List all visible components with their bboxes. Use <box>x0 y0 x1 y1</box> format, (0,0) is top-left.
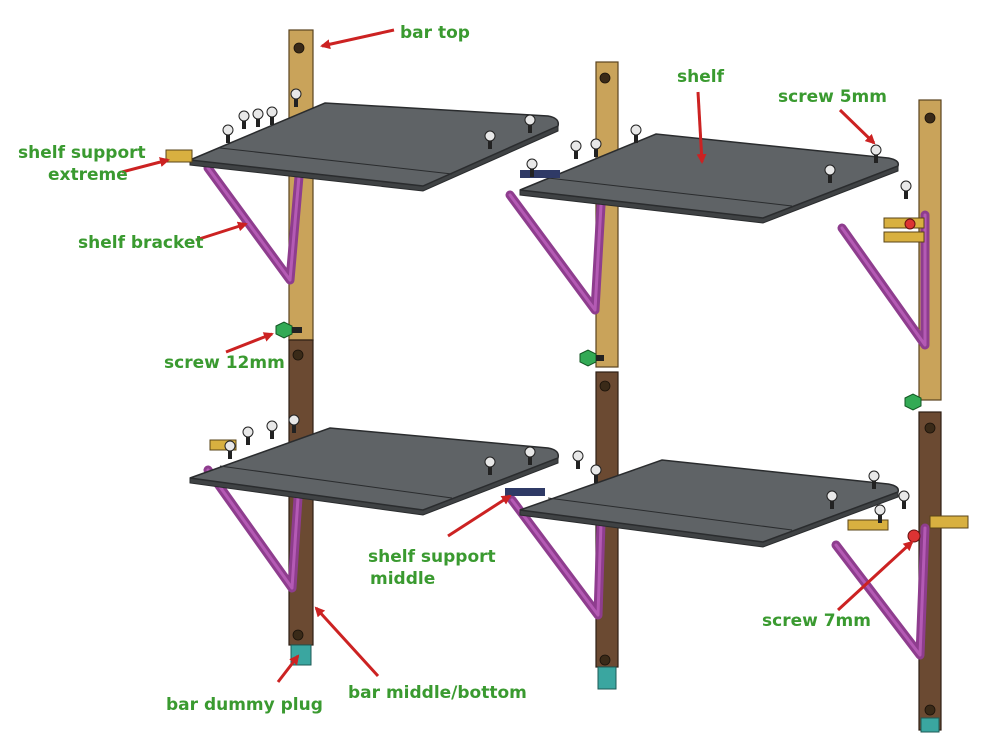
screw-5mm <box>222 88 912 523</box>
label-bar-dummy-plug: bar dummy plug <box>166 695 323 715</box>
arrow-shelf-bracket <box>195 221 248 242</box>
arrow-shelf-support-extreme <box>121 157 170 174</box>
shelf-3 <box>189 427 560 516</box>
shelf-supports <box>165 149 969 531</box>
label-screw-7mm: screw 7mm <box>762 611 871 631</box>
label-screw-12mm: screw 12mm <box>164 353 285 373</box>
shelf-2 <box>519 133 900 224</box>
callout-labels: bar top shelf screw 5mm shelf support ex… <box>18 23 887 715</box>
label-shelf: shelf <box>677 67 725 87</box>
arrow-shelf-support-middle <box>447 494 512 538</box>
brackets <box>203 160 930 660</box>
callout-arrows <box>121 28 914 683</box>
label-shelf-bracket: shelf bracket <box>78 233 204 253</box>
shelf-1 <box>187 102 560 192</box>
arrow-screw-7mm <box>836 540 914 612</box>
label-bar-top: bar top <box>400 23 470 43</box>
arrow-shelf <box>696 91 707 164</box>
label-shelf-support-extreme-line1: shelf support <box>18 143 146 163</box>
label-shelf-support-middle-line1: shelf support <box>368 547 496 567</box>
label-shelf-support-extreme-line2: extreme <box>48 165 128 185</box>
label-screw-5mm: screw 5mm <box>778 87 887 107</box>
dummy-plug-3 <box>920 717 940 733</box>
screw-12mm <box>275 321 922 411</box>
arrow-bar-dummy-plug <box>276 654 300 683</box>
screw-7mm <box>904 218 921 543</box>
label-shelf-support-middle-line2: middle <box>370 569 435 589</box>
shelf-support-extreme <box>165 149 193 163</box>
shelf-4 <box>519 459 900 548</box>
bar-column-1 <box>288 29 314 666</box>
arrow-screw-5mm <box>838 108 876 145</box>
shelves <box>187 102 900 548</box>
shelf-support-middle <box>505 488 545 496</box>
screws <box>222 88 922 543</box>
label-bar-middle-bottom: bar middle/bottom <box>348 683 527 703</box>
arrow-bar-top <box>320 28 395 50</box>
arrow-screw-12mm <box>225 332 274 354</box>
dummy-plug-2 <box>597 666 617 690</box>
arrow-bar-middle-bottom <box>314 606 380 678</box>
